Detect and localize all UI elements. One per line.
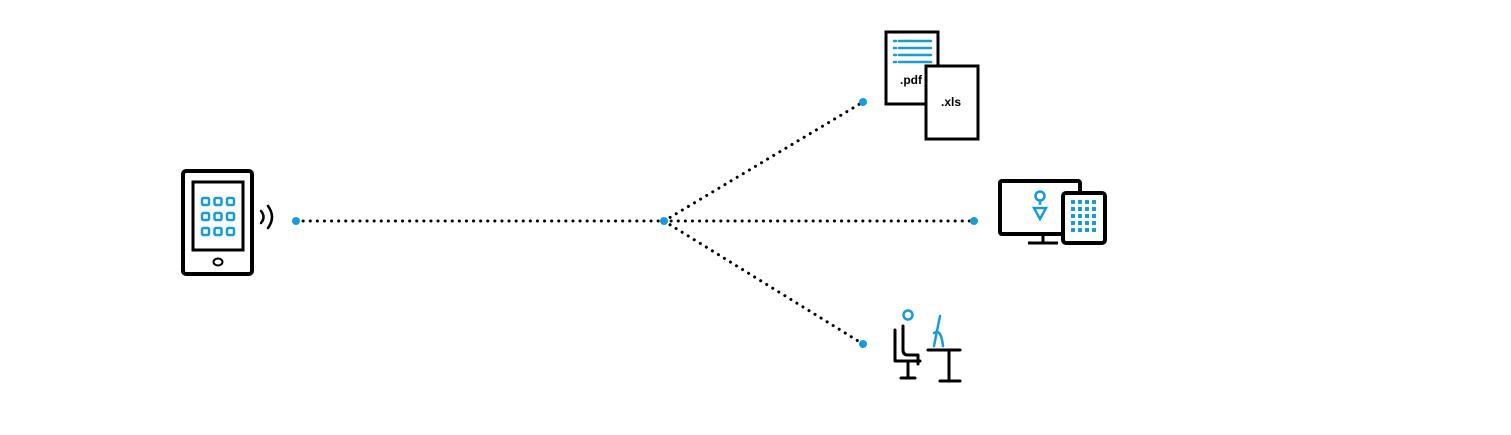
desk-icon xyxy=(926,348,962,383)
lamp-icon xyxy=(932,314,945,348)
workplace-dot xyxy=(859,340,867,348)
desktop-and-tablet-icon xyxy=(998,179,1107,245)
devices-dot xyxy=(970,217,978,225)
source-dot xyxy=(292,217,300,225)
tablet-icon xyxy=(181,169,254,276)
person-icon xyxy=(1031,190,1049,222)
chair-icon xyxy=(893,328,922,380)
documents-icon: .pdf .xls xyxy=(884,30,980,141)
tablet-icon xyxy=(1061,191,1107,245)
seated-body-icon xyxy=(901,324,920,366)
xls-file-label: .xls xyxy=(941,95,961,109)
endpoint-dots xyxy=(292,98,978,348)
documents-dot xyxy=(859,98,867,106)
app-grid-icon xyxy=(200,196,236,237)
connection-lines xyxy=(294,100,976,346)
connector-hub-documents xyxy=(662,100,865,223)
person-at-desk-icon xyxy=(893,309,962,383)
text-lines-icon xyxy=(892,39,933,64)
head-icon xyxy=(902,309,914,321)
hub-dot xyxy=(660,217,668,225)
xls-file-icon xyxy=(924,64,980,141)
pdf-file-label: .pdf xyxy=(900,73,923,87)
connector-hub-workplace xyxy=(662,219,865,346)
wireless-signal-icon xyxy=(259,204,274,230)
